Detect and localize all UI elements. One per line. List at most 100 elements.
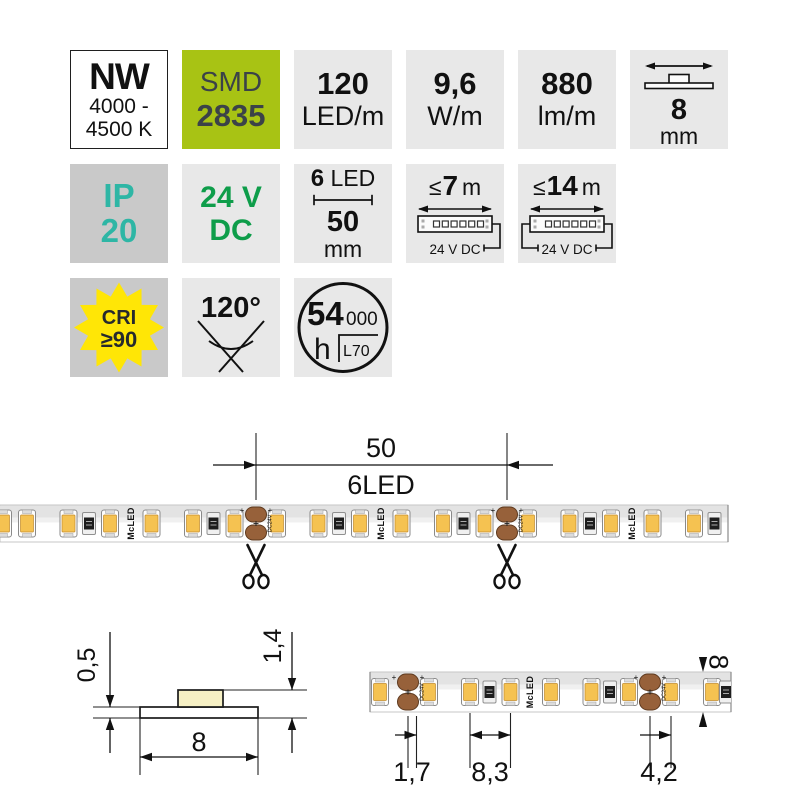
led-cross-section — [177, 689, 224, 708]
svg-text:DC24V: DC24V — [267, 514, 273, 532]
svg-text:McLED: McLED — [376, 507, 386, 540]
strip-width-dimension: 8 — [698, 654, 734, 727]
run-strip-leds — [533, 219, 601, 229]
cri-value: ≥90 — [101, 327, 138, 352]
tile-luminous-flux: 880 lm/m — [518, 50, 616, 149]
tile-strip-width: 8 mm — [630, 50, 728, 149]
cut-length-unit: mm — [323, 235, 363, 262]
cut-length-dimension: 50 6LED — [213, 433, 553, 500]
supply-wire-right — [596, 223, 613, 249]
pcb-cross-section — [139, 706, 259, 719]
pcb-thickness-label: 0,5 — [73, 648, 101, 683]
tile-cri: CRI ≥90 — [70, 278, 168, 377]
beam-angle-icon: 120° — [197, 292, 265, 373]
led-density-value: 120 — [317, 65, 369, 101]
flux-unit: lm/m — [537, 101, 597, 132]
strip-width-label: 8 — [704, 654, 734, 669]
pcb-thickness-dimension: 0,5 — [73, 632, 115, 753]
led-pitch-dimension: 8,3 — [469, 713, 512, 787]
lifetime-criterion: L70 — [343, 343, 370, 360]
svg-text:+: + — [662, 673, 667, 682]
strip-components: + + + + McLED DC24V DC24V — [371, 673, 731, 711]
star-burst-shape — [74, 282, 164, 373]
strip-pitch-drawing: + + + + McLED DC24V DC24V 1,7 8,3 4,2 8 — [369, 654, 734, 787]
tile-lifetime: 54 000 h L70 — [294, 278, 392, 377]
power-unit: W/m — [427, 101, 483, 132]
flux-value: 880 — [541, 65, 593, 101]
ip-line1: IP — [103, 176, 135, 214]
svg-text:+: + — [519, 506, 524, 515]
svg-text:DC24V: DC24V — [419, 683, 425, 701]
power-value: 9,6 — [433, 65, 477, 101]
svg-text:DC24V: DC24V — [518, 514, 524, 532]
cut-length: 50 — [326, 205, 360, 238]
pad-offset-label: 1,7 — [393, 757, 431, 787]
svg-text:McLED: McLED — [126, 507, 136, 540]
supply-label: 24 V DC — [541, 242, 592, 257]
led-density-unit: LED/m — [301, 101, 385, 132]
run-strip-leds — [421, 219, 489, 229]
total-height-label: 1,4 — [259, 629, 287, 664]
cut-module-count-row: 6 LED — [311, 166, 376, 191]
supply-label: 24 V DC — [429, 242, 480, 257]
scissors-cut-marks — [242, 543, 521, 590]
tile-color-temperature: NW 4000 - 4500 K — [70, 50, 168, 149]
svg-text:McLED: McLED — [525, 676, 535, 709]
pad-offset-dimension: 1,7 — [393, 716, 431, 787]
cut-count: 6 — [310, 165, 325, 193]
svg-text:McLED: McLED — [627, 507, 637, 540]
dim-leds-label: 6LED — [347, 470, 415, 500]
tile-beam-angle: 120° — [182, 278, 280, 377]
l70-bracket — [338, 334, 378, 362]
cct-range-line1: 4000 - — [89, 94, 149, 118]
measure-line-icon — [313, 194, 373, 205]
cri-star-icon: CRI ≥90 — [74, 282, 164, 373]
lifetime-badge-icon: 54 000 h L70 — [297, 282, 389, 373]
svg-text:+: + — [420, 673, 425, 682]
tile-ip-rating: IP 20 — [70, 164, 168, 263]
strip-width-unit: mm — [659, 122, 699, 149]
voltage-line1: 24 V — [200, 180, 262, 214]
cct-code: NW — [89, 55, 150, 97]
total-height-dimension: 1,4 — [259, 629, 297, 753]
cct-range-line2: 4500 K — [85, 118, 153, 141]
strip-side-view-drawing: 0,5 1,4 8 — [73, 629, 307, 775]
lifetime-hours-zeros: 000 — [346, 309, 378, 330]
led-pitch-label: 8,3 — [471, 757, 509, 787]
dim-length-label: 50 — [366, 433, 396, 463]
svg-text:+: + — [268, 506, 273, 515]
tile-power: 9,6 W/m — [406, 50, 504, 149]
tile-cut-module: 6 LED 50 mm — [294, 164, 392, 263]
lifetime-hours-main: 54 — [307, 295, 344, 332]
strip-components: + + + + McLED McLED McLED DC24V DC24V — [0, 506, 722, 541]
chip-type-label: SMD — [199, 66, 263, 98]
svg-text:+: + — [491, 506, 496, 515]
svg-text:DC24V: DC24V — [661, 683, 667, 701]
lifetime-unit: h — [314, 333, 331, 366]
strip-top-view-drawing: 50 6LED + + + + McLED McLED McLED DC24V DC24V — [0, 433, 729, 590]
voltage-line2: DC — [209, 213, 253, 247]
supply-wire-right — [484, 223, 501, 249]
beam-angle-value: 120° — [201, 292, 261, 324]
svg-text:+: + — [240, 506, 245, 515]
pad-to-led-dimension: 4,2 — [640, 716, 678, 787]
cut-count-unit: LED — [330, 165, 376, 192]
svg-text:+: + — [392, 673, 397, 682]
strip-width-icon — [644, 62, 714, 89]
tile-voltage: 24 V DC — [182, 164, 280, 263]
width-label: 8 — [191, 727, 206, 757]
svg-text:+: + — [634, 673, 639, 682]
chip-size-label: 2835 — [196, 97, 266, 133]
tile-led-density: 120 LED/m — [294, 50, 392, 149]
cri-label: CRI — [102, 307, 136, 329]
pad-to-led-label: 4,2 — [640, 757, 678, 787]
width-dimension: 8 — [139, 718, 259, 775]
tile-chip-type: SMD 2835 — [182, 50, 280, 149]
